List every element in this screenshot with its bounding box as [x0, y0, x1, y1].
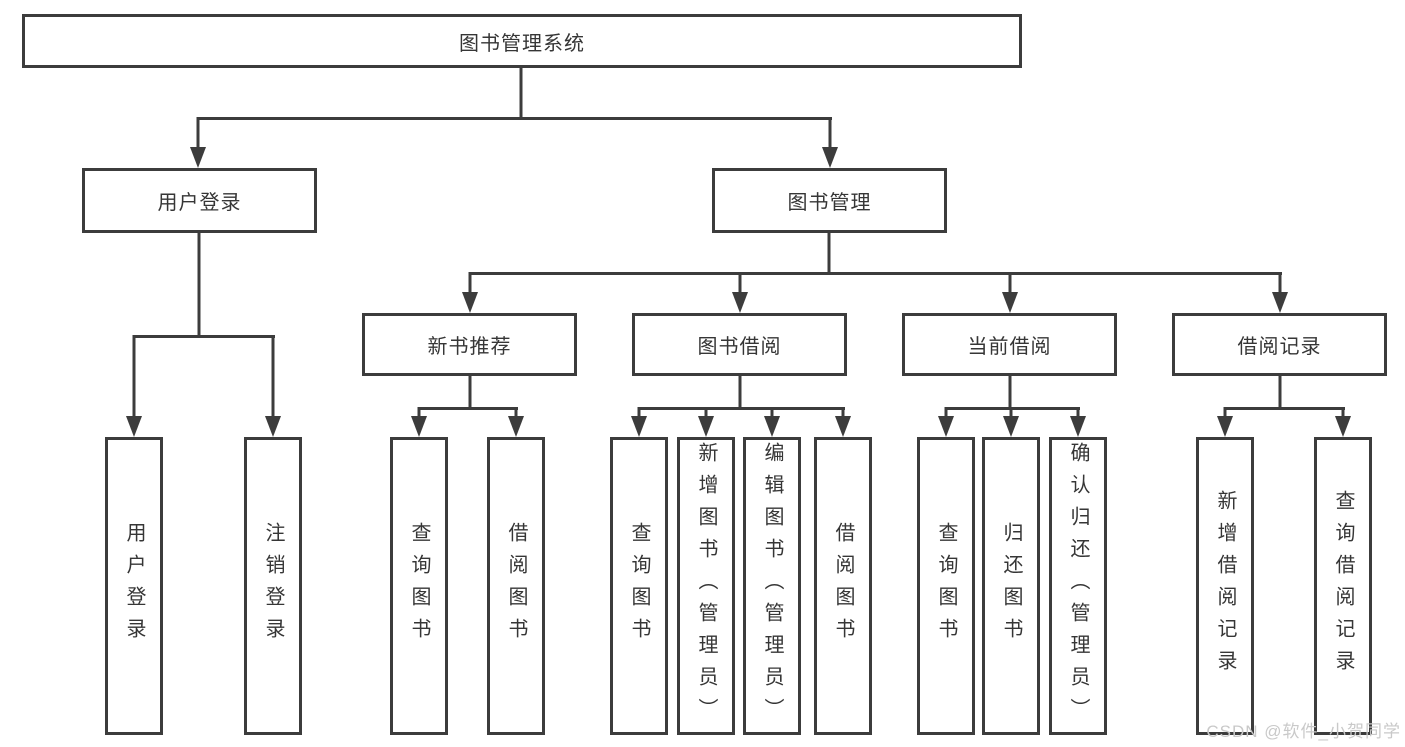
line-segment [418, 407, 518, 410]
leaf-add-borrow-record: 新增借阅记录 [1196, 437, 1254, 735]
line-segment [827, 233, 831, 274]
leaf-borrow-book: 借阅图书 [814, 437, 872, 735]
node-new-book-recommend: 新书推荐 [362, 313, 577, 376]
node-borrow-records: 借阅记录 [1172, 313, 1387, 376]
line-segment [945, 407, 1080, 410]
line-segment [469, 272, 1282, 275]
leaf-borrow-book-recommend: 借阅图书 [487, 437, 545, 735]
arrowhead [1335, 416, 1351, 437]
node-label: 用户登录 [157, 192, 242, 214]
arrowhead [631, 416, 647, 437]
arrowhead [822, 147, 838, 168]
line-segment [271, 335, 275, 417]
node-user-login: 用户登录 [82, 168, 317, 233]
arrowhead [764, 416, 780, 437]
line-segment [704, 407, 708, 419]
leaf-confirm-return-admin: 确认归还（管理员） [1049, 437, 1107, 735]
line-segment [1224, 407, 1345, 410]
line-segment [1008, 376, 1012, 409]
line-segment [944, 407, 948, 419]
arrowhead [835, 416, 851, 437]
arrowhead [698, 416, 714, 437]
leaf-label: 新增图书（管理员） [695, 442, 717, 730]
leaf-label: 用户登录 [123, 522, 145, 650]
leaf-label: 新增借阅记录 [1214, 490, 1236, 682]
line-segment [468, 376, 472, 409]
leaf-label: 查询图书 [628, 522, 650, 650]
line-segment [197, 117, 832, 120]
arrowhead [508, 416, 524, 437]
line-segment [1076, 407, 1080, 419]
line-segment [1278, 272, 1282, 294]
node-current-borrow: 当前借阅 [902, 313, 1117, 376]
line-segment [738, 272, 742, 294]
arrowhead [265, 416, 281, 437]
leaf-query-books-borrow: 查询图书 [610, 437, 668, 735]
leaf-return-book: 归还图书 [982, 437, 1040, 735]
leaf-label: 归还图书 [1000, 522, 1022, 650]
node-label: 图书管理系统 [459, 32, 585, 55]
line-segment [519, 68, 523, 118]
line-segment [1341, 407, 1345, 419]
node-label: 当前借阅 [967, 336, 1052, 358]
leaf-label: 查询借阅记录 [1332, 490, 1354, 682]
leaf-label: 编辑图书（管理员） [761, 442, 783, 730]
line-segment [637, 407, 641, 419]
arrowhead [938, 416, 954, 437]
leaf-edit-book-admin: 编辑图书（管理员） [743, 437, 801, 735]
line-segment [417, 407, 421, 419]
line-segment [197, 233, 201, 337]
arrowhead [190, 147, 206, 168]
leaf-query-books-current: 查询图书 [917, 437, 975, 735]
node-label: 图书借阅 [697, 336, 782, 358]
node-label: 图书管理 [787, 192, 872, 214]
leaf-label: 借阅图书 [505, 522, 527, 650]
leaf-add-book-admin: 新增图书（管理员） [677, 437, 735, 735]
arrowhead [1272, 292, 1288, 313]
line-segment [770, 407, 774, 419]
arrowhead [126, 416, 142, 437]
line-segment [1223, 407, 1227, 419]
line-segment [638, 407, 845, 410]
node-library-system: 图书管理系统 [22, 14, 1022, 68]
line-segment [828, 117, 832, 150]
node-label: 新书推荐 [427, 336, 512, 358]
node-book-borrow: 图书借阅 [632, 313, 847, 376]
node-label: 借阅记录 [1237, 336, 1322, 358]
line-segment [132, 335, 136, 417]
leaf-label: 注销登录 [262, 522, 284, 650]
leaf-label: 查询图书 [935, 522, 957, 650]
arrowhead [1003, 416, 1019, 437]
leaf-label: 借阅图书 [832, 522, 854, 650]
leaf-query-borrow-record: 查询借阅记录 [1314, 437, 1372, 735]
arrowhead [462, 292, 478, 313]
arrowhead [732, 292, 748, 313]
line-segment [468, 272, 472, 294]
line-segment [1009, 407, 1013, 419]
line-segment [514, 407, 518, 419]
leaf-user-login: 用户登录 [105, 437, 163, 735]
leaf-logout: 注销登录 [244, 437, 302, 735]
line-segment [1008, 272, 1012, 294]
node-book-management: 图书管理 [712, 168, 947, 233]
leaf-label: 查询图书 [408, 522, 430, 650]
csdn-watermark: CSDN @软件_小贺同学 [1206, 722, 1401, 741]
leaf-query-books-recommend: 查询图书 [390, 437, 448, 735]
arrowhead [1002, 292, 1018, 313]
line-segment [1278, 376, 1282, 409]
arrowhead [1070, 416, 1086, 437]
line-segment [841, 407, 845, 419]
leaf-label: 确认归还（管理员） [1067, 442, 1089, 730]
arrowhead [411, 416, 427, 437]
line-segment [196, 117, 200, 150]
line-segment [738, 376, 742, 409]
line-segment [133, 335, 275, 338]
arrowhead [1217, 416, 1233, 437]
